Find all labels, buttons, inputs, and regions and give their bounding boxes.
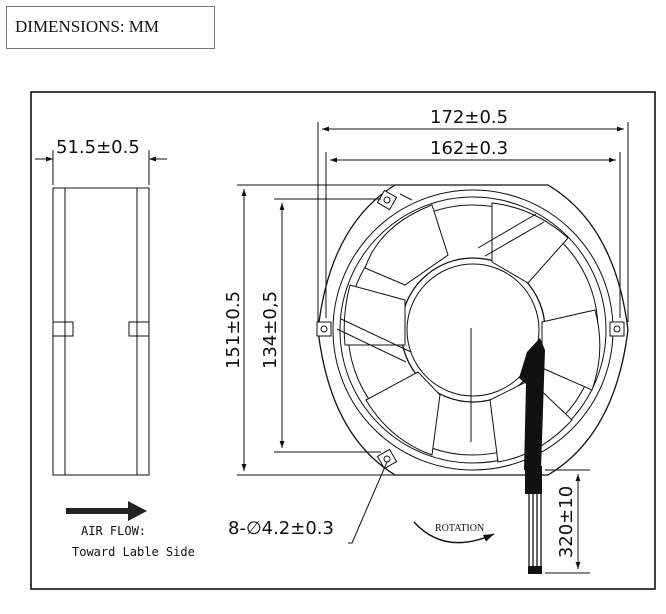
width-dimensions: [317, 122, 629, 322]
outer-width-dimension-label: 172±0.5: [430, 107, 508, 128]
height-dimensions: [237, 184, 395, 476]
air-flow-arrow: [66, 501, 147, 521]
mounting-hole-dimension-label: 8-∅4.2±0.3: [228, 518, 334, 539]
title-box: DIMENSIONS: MM: [6, 6, 215, 49]
mounting-hole-leader-line: [348, 461, 388, 544]
lead-length-dimension-label: 320±10: [556, 486, 577, 558]
side-view: [35, 150, 167, 476]
lead-wire-bundle: [519, 338, 545, 574]
mounting-holes: [316, 189, 625, 470]
rotation-label: ROTATION: [435, 523, 484, 534]
outer-height-dimension-label: 151±0.5: [223, 291, 244, 369]
inner-width-dimension-label: 162±0.3: [430, 138, 508, 159]
fan-blades: [343, 202, 601, 463]
lead-length-dimension: [545, 469, 590, 574]
page-title: DIMENSIONS: MM: [15, 17, 160, 36]
air-flow-label: AIR FLOW:: [81, 524, 146, 538]
air-flow-direction-label: Toward Lable Side: [72, 545, 195, 559]
drawing-frame: [30, 91, 656, 590]
rotation-arrow: [413, 521, 495, 544]
wire-guides: [336, 193, 545, 363]
inner-height-dimension-label: 134±0,5: [260, 291, 281, 369]
depth-dimension-label: 51.5±0.5: [56, 137, 140, 158]
